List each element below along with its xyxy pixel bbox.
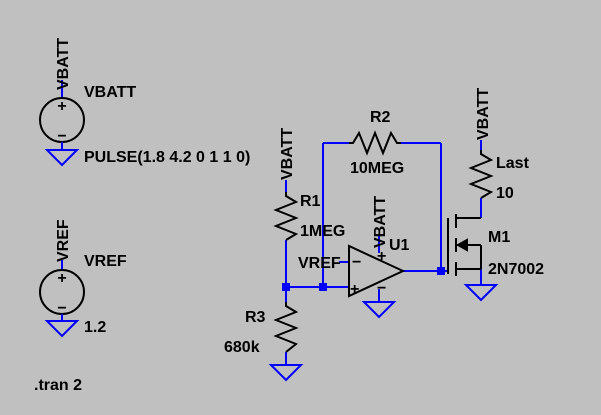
vref-plus: + xyxy=(57,270,66,287)
r1-net-label: VBATT xyxy=(279,128,296,180)
r2-name[interactable]: R2 xyxy=(370,109,391,126)
opamp-supply-label: VBATT xyxy=(372,196,389,248)
opamp-u1[interactable]: − + + − xyxy=(348,244,406,319)
resistor-load[interactable] xyxy=(468,150,494,199)
load-value[interactable]: 10 xyxy=(496,185,514,202)
vref-ground-icon xyxy=(44,320,80,338)
mosfet-ground-icon xyxy=(463,284,499,302)
opamp-name[interactable]: U1 xyxy=(389,237,410,254)
vref-minus: − xyxy=(57,300,66,317)
vref-source[interactable]: + − xyxy=(39,260,85,338)
r3-ground-icon xyxy=(268,364,304,382)
vbatt-source[interactable]: + − xyxy=(39,80,85,167)
r1-value[interactable]: 1MEG xyxy=(300,223,345,240)
vref-net-label: VREF xyxy=(55,219,72,262)
vref-input-net-label: VREF xyxy=(298,255,341,272)
mosfet-name[interactable]: M1 xyxy=(488,229,510,246)
resistor-r3[interactable] xyxy=(268,302,304,382)
r1-name[interactable]: R1 xyxy=(300,193,321,210)
r2-value[interactable]: 10MEG xyxy=(350,160,404,177)
junction-dot xyxy=(437,267,445,275)
opamp-pos-rail: + xyxy=(377,248,386,265)
resistor-r2[interactable] xyxy=(349,130,401,156)
r3-value[interactable]: 680k xyxy=(224,339,260,356)
vbatt-ground-icon xyxy=(44,149,80,167)
opamp-minus-input: − xyxy=(352,254,361,271)
resistor-r1[interactable] xyxy=(273,192,299,241)
vref-source-name[interactable]: VREF xyxy=(84,253,127,270)
vbatt-source-value[interactable]: PULSE(1.8 4.2 0 1 1 0) xyxy=(84,149,250,166)
mosfet-m1[interactable] xyxy=(447,214,482,276)
vref-source-value[interactable]: 1.2 xyxy=(84,319,106,336)
junction-dot xyxy=(282,283,290,291)
opamp-plus-input: + xyxy=(350,281,359,298)
load-net-label: VBATT xyxy=(475,88,492,140)
opamp-ground-icon xyxy=(361,301,397,319)
vbatt-net-label: VBATT xyxy=(55,38,72,90)
load-name[interactable]: Last xyxy=(496,155,530,172)
vbatt-plus: + xyxy=(57,98,66,115)
vbatt-source-name[interactable]: VBATT xyxy=(84,84,136,101)
mosfet-value[interactable]: 2N7002 xyxy=(488,261,544,278)
tran-directive[interactable]: .tran 2 xyxy=(34,377,82,394)
r3-name[interactable]: R3 xyxy=(245,309,266,326)
opamp-neg-rail: − xyxy=(377,280,386,297)
junction-dot xyxy=(319,283,327,291)
vbatt-minus: − xyxy=(57,128,66,145)
